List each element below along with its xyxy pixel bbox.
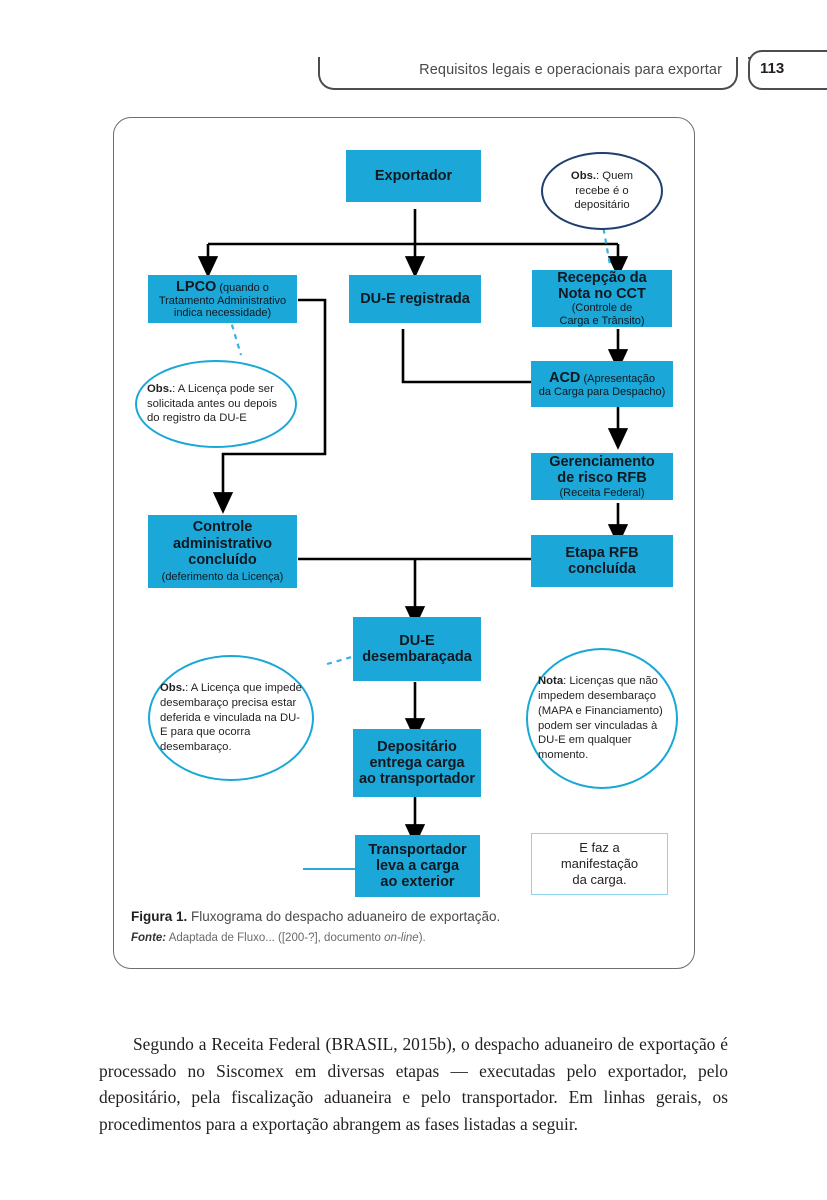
balloon-obs-licenca-desembaraco-label: Obs. [160,681,186,694]
balloon-nota-licencas: Nota: Licenças que não impedem desembara… [526,648,678,789]
balloon-obs-licenca-lpco-text: : A Licença pode ser solicitada antes ou… [147,382,278,425]
node-depositario-entrega-carga[interactable]: Depositário entrega carga ao transportad… [353,729,481,797]
node-manifestacao-carga[interactable]: E faz a manifestação da carga. [531,833,668,895]
balloon-nota-licencas-text: : Licenças que não impedem desembaraço (… [538,674,663,762]
node-lpco[interactable]: LPCO (quando o Tratamento Administrativo… [148,275,297,323]
node-acd-small: (Apresentação [580,372,656,385]
node-recepcao-nota-cct[interactable]: Recepção da Nota no CCT (Controle de Car… [532,270,672,327]
source-italic: on-line [384,932,419,945]
balloon-obs-licenca-desembaraco: Obs.: A Licença que impede desembaraço p… [148,655,314,781]
body-paragraph: Segundo a Receita Federal (BRASIL, 2015b… [99,1034,728,1134]
balloon-obs-depositario-label: Obs. [570,169,597,182]
page-number-box [748,50,827,90]
node-transportador-leva-carga[interactable]: Transportador leva a carga ao exterior [355,835,480,897]
running-head-title: Requisitos legais e operacionais para ex… [419,62,722,78]
node-acd-strong: ACD [548,369,581,386]
node-gerenciamento-risco-rfb[interactable]: Gerenciamento de risco RFB (Receita Fede… [531,453,673,500]
node-lpco-strong: LPCO [176,278,217,295]
node-controle-administrativo[interactable]: Controle administrativo concluído (defer… [148,515,297,588]
balloon-obs-licenca-lpco: Obs.: A Licença pode ser solicitada ante… [135,360,297,448]
running-head-tab: Requisitos legais e operacionais para ex… [318,57,738,90]
caption-label: Figura 1. [131,909,188,924]
balloon-obs-depositario-text: : Quem recebe é o depositário [574,169,634,212]
node-lpco-small: (quando o [216,281,269,294]
node-acd[interactable]: ACD (Apresentação da Carga para Despacho… [531,361,673,407]
balloon-nota-licencas-label: Nota [538,674,564,687]
node-due-registrada[interactable]: DU-E registrada [349,275,481,323]
page-number: 113 [760,60,785,77]
source-text: Adaptada de Fluxo... ([200-?], documento [166,932,385,945]
node-exportador[interactable]: Exportador [346,150,481,202]
node-etapa-rfb-concluida[interactable]: Etapa RFB concluída [531,535,673,587]
balloon-obs-licenca-desembaraco-text: : A Licença que impede desembaraço preci… [160,681,302,754]
source-tail: ). [418,932,426,945]
balloon-obs-licenca-lpco-label: Obs. [147,382,173,395]
figure-caption: Figura 1. Fluxograma do despacho aduanei… [131,908,691,947]
caption-text: Fluxograma do despacho aduaneiro de expo… [187,909,501,924]
node-due-desembaracada[interactable]: DU-E desembaraçada [353,617,481,681]
source-label: Fonte: [131,932,167,945]
page-header: Requisitos legais e operacionais para ex… [0,0,827,110]
balloon-obs-depositario: Obs.: Quem recebe é o depositário [541,152,663,230]
